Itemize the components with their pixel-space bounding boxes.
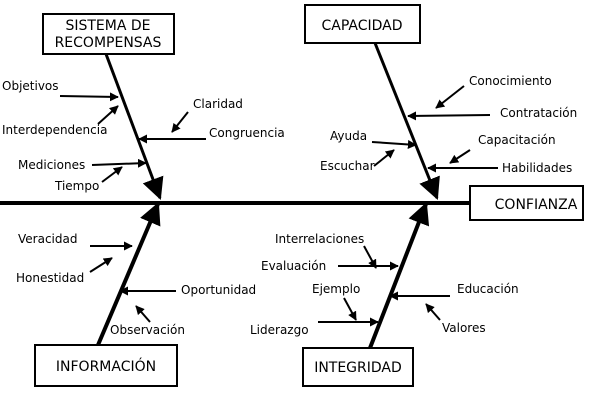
cause-label-interrelaciones: Interrelaciones: [275, 232, 364, 246]
cause-label-valores: Valores: [442, 321, 486, 335]
cause-label-educacion: Educación: [457, 282, 519, 296]
cause-label-claridad: Claridad: [193, 97, 243, 111]
effect-box: [469, 185, 584, 221]
cause-label-ayuda: Ayuda: [330, 129, 367, 143]
cause-label-mediciones: Mediciones: [18, 158, 85, 172]
cause-label-objetivos: Objetivos: [2, 79, 59, 93]
category-label-integridad: INTEGRIDAD: [314, 360, 402, 376]
cause-label-contratacion: Contratación: [500, 106, 577, 120]
cause-label-conocimiento: Conocimiento: [469, 74, 552, 88]
arrow-contratacion: [407, 111, 491, 121]
category-label-informacion: INFORMACIÓN: [56, 357, 156, 375]
category-label-capacidad: CAPACIDAD: [321, 18, 402, 34]
arrow-mediciones: [91, 158, 147, 168]
cause-label-oportunidad: Oportunidad: [181, 283, 256, 297]
cause-label-congruencia: Congruencia: [209, 126, 285, 140]
cause-label-honestidad: Honestidad: [16, 271, 84, 285]
arrow-objetivos: [59, 92, 119, 102]
category-box-capacidad: [304, 4, 421, 44]
arrow-interdependencia: [97, 105, 119, 125]
arrow-observacion: [135, 305, 151, 323]
cause-label-habilidades: Habilidades: [502, 161, 572, 175]
category-box-informacion: [34, 344, 178, 387]
category-box-recompensas: [42, 13, 175, 55]
bone-capacidad: [373, 42, 440, 201]
arrow-claridad: [171, 111, 189, 133]
cause-label-liderazgo: Liderazgo: [250, 323, 309, 337]
category-box-integridad: [302, 347, 414, 387]
arrow-capacitacion: [449, 149, 471, 164]
arrow-ejemplo: [343, 297, 357, 321]
bone-recompensas: [104, 53, 164, 201]
arrow-honestidad: [89, 257, 113, 273]
arrow-escuchar: [373, 149, 395, 167]
cause-label-observacion: Observación: [110, 323, 185, 337]
cause-label-tiempo: Tiempo: [54, 179, 99, 193]
cause-label-capacitacion: Capacitación: [478, 133, 556, 147]
category-label-recompensas-line1: SISTEMA DE: [65, 18, 150, 34]
bone-integridad: [368, 201, 430, 349]
bone-informacion: [96, 201, 161, 346]
cause-label-ejemplo: Ejemplo: [312, 282, 360, 296]
effect-label: CONFIANZA: [495, 197, 578, 213]
arrow-conocimiento: [435, 85, 465, 109]
cause-label-escuchar: Escuchar: [320, 159, 375, 173]
cause-label-veracidad: Veracidad: [18, 232, 77, 246]
cause-label-interdependencia: Interdependencia: [2, 123, 107, 137]
cause-label-evaluacion: Evaluación: [261, 259, 326, 273]
arrow-valores: [425, 303, 441, 321]
category-label-recompensas-line2: RECOMPENSAS: [55, 35, 162, 51]
arrow-tiempo: [101, 166, 123, 183]
arrow-ayuda: [371, 139, 417, 149]
arrow-interrelaciones: [363, 245, 377, 269]
